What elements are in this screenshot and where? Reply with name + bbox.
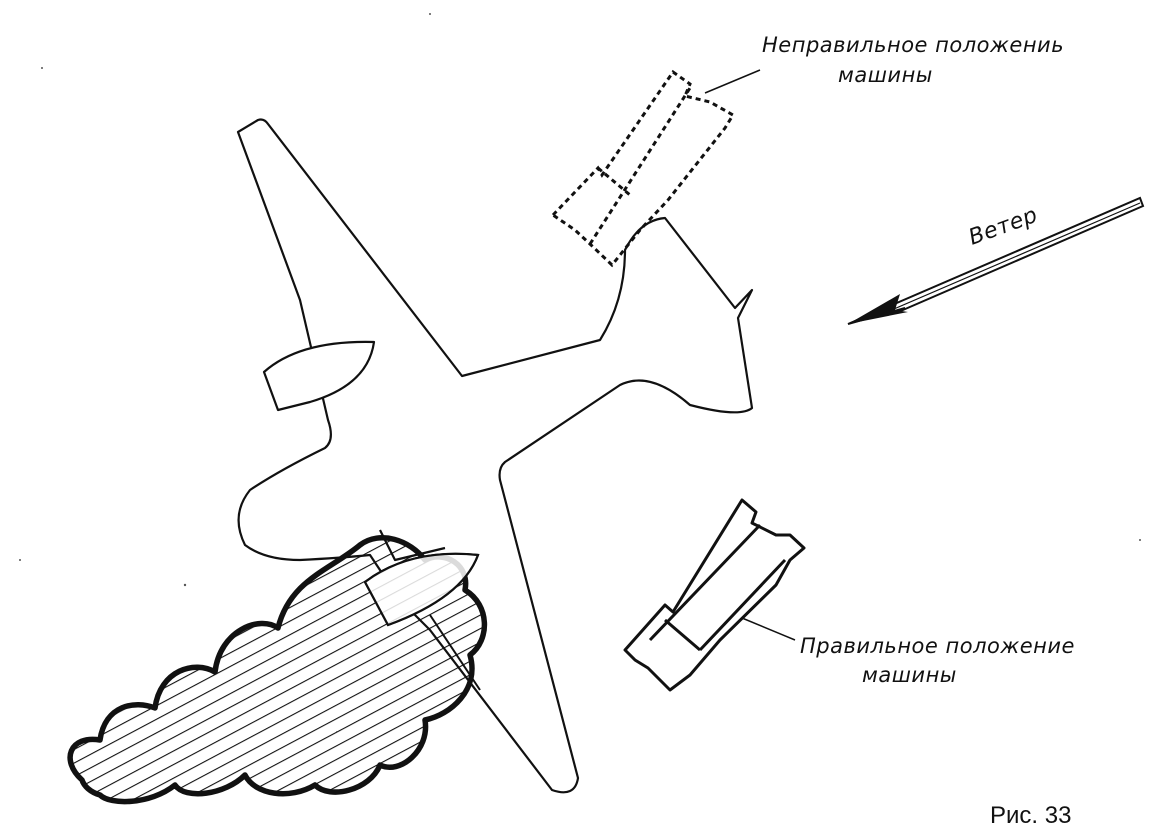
correct-position-leader xyxy=(741,617,796,641)
correct-position-label-line2: машины xyxy=(862,663,957,687)
wind-arrow-icon xyxy=(847,196,1145,325)
correct-position-label-line1: Правильное положение xyxy=(800,634,1075,658)
paper-specks xyxy=(19,13,1141,587)
vehicle-dashed-icon xyxy=(550,69,736,268)
wind-label: Ветер xyxy=(966,203,1042,251)
figure-caption: Рис. 33 xyxy=(990,802,1072,829)
vehicle-icon xyxy=(623,498,806,692)
wrong-position-label-line1: Неправильное положениь xyxy=(762,33,1064,57)
fire-cloud-icon xyxy=(67,535,488,805)
wrong-position-label-line2: машины xyxy=(838,63,933,87)
wrong-position-leader xyxy=(704,69,761,94)
